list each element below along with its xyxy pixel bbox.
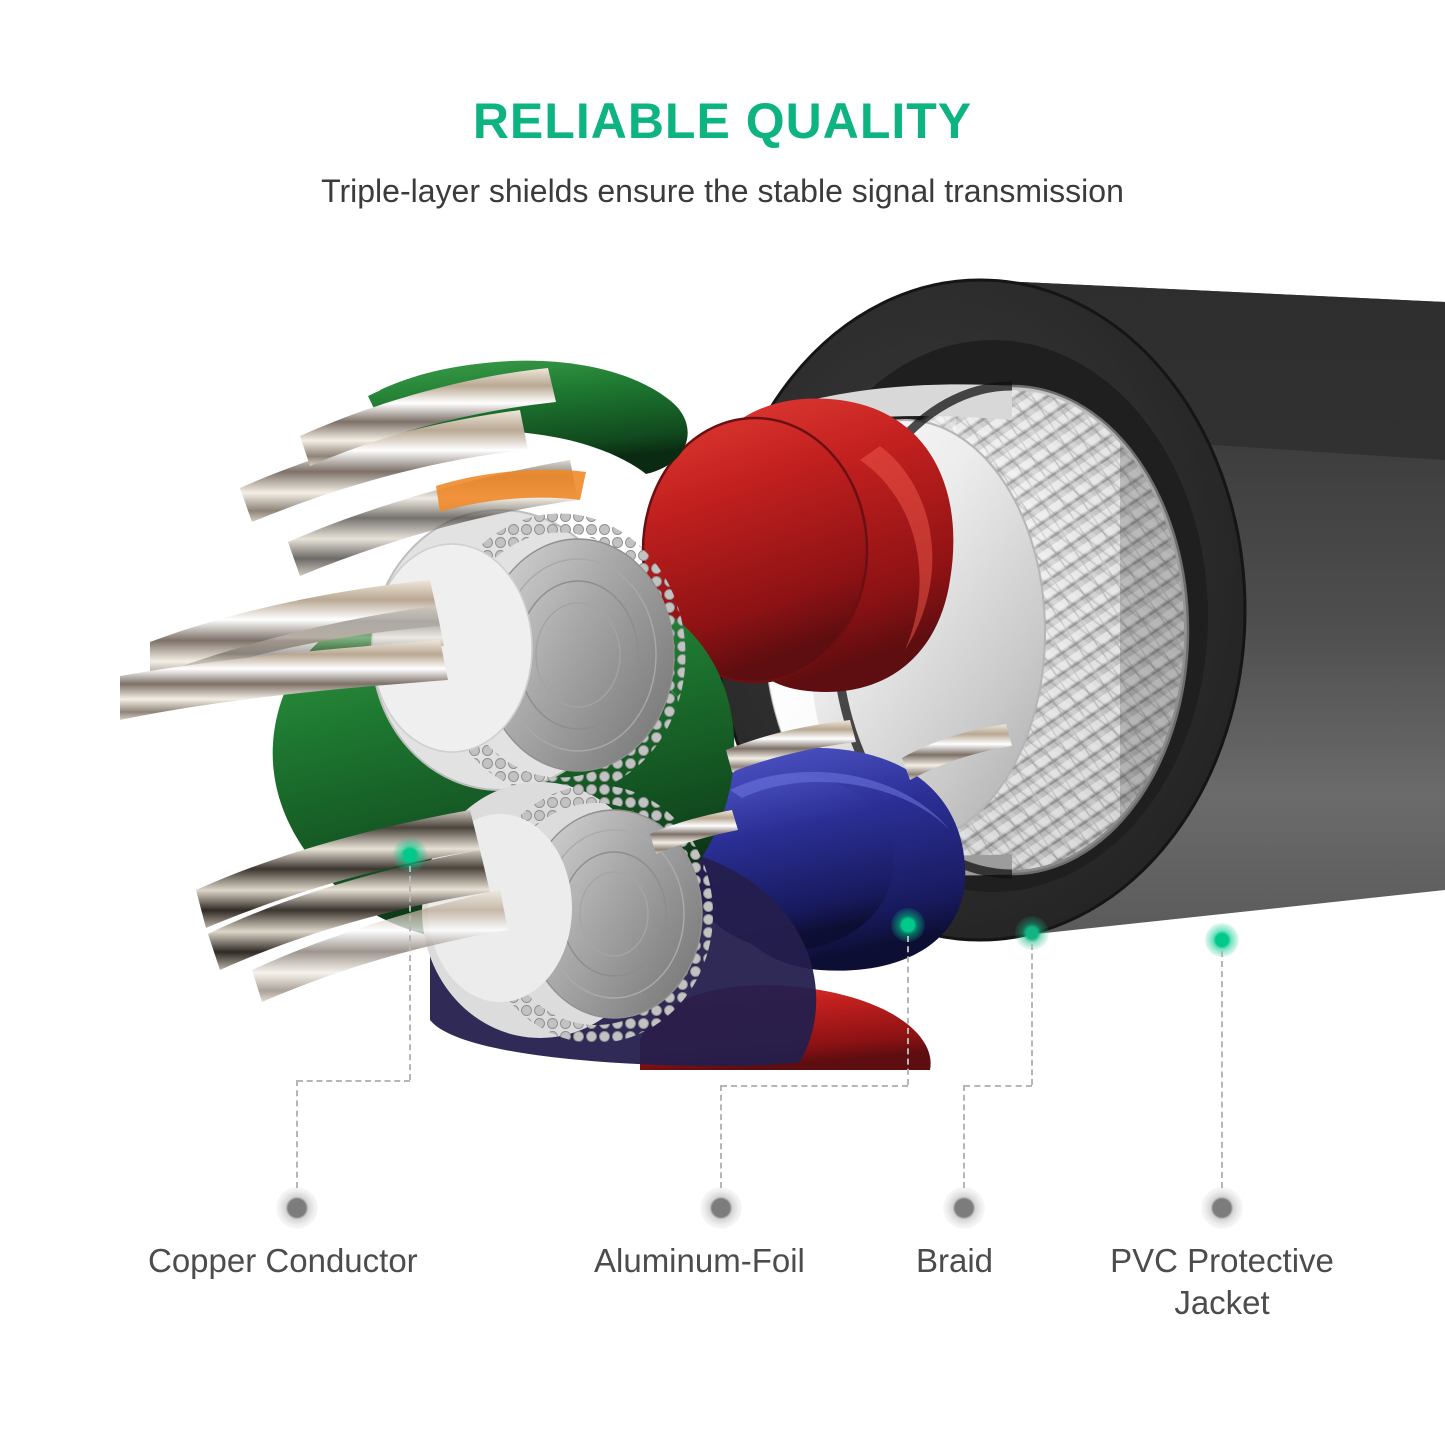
leader-copper-conductor-seg2: [297, 1080, 410, 1082]
leader-aluminum-foil-seg2: [721, 1085, 908, 1087]
cable-cutaway-illustration: [0, 250, 1445, 1070]
leader-copper-conductor-seg1: [409, 866, 411, 1080]
endpoint-copper-conductor: [276, 1187, 318, 1229]
endpoint-braid: [943, 1187, 985, 1229]
callout-label-pvc-protective-jacket: PVC Protective Jacket: [1110, 1242, 1334, 1322]
leader-braid-seg1: [1031, 944, 1033, 1085]
leader-braid-seg2: [964, 1085, 1032, 1087]
page-title: RELIABLE QUALITY: [472, 93, 973, 149]
leader-braid-seg3: [963, 1085, 965, 1188]
endpoint-pvc-protective-jacket: [1201, 1187, 1243, 1229]
leader-copper-conductor-seg3: [296, 1080, 298, 1188]
leader-aluminum-foil-seg1: [907, 936, 909, 1085]
leader-pvc-protective-jacket-seg1: [1221, 951, 1223, 1188]
leader-aluminum-foil-seg3: [720, 1085, 722, 1188]
page-subtitle: Triple-layer shields ensure the stable s…: [321, 173, 1124, 209]
endpoint-aluminum-foil: [700, 1187, 742, 1229]
callout-label-aluminum-foil: Aluminum-Foil: [594, 1242, 805, 1279]
callout-label-copper-conductor: Copper Conductor: [148, 1242, 418, 1279]
callout-label-braid: Braid: [916, 1242, 994, 1279]
